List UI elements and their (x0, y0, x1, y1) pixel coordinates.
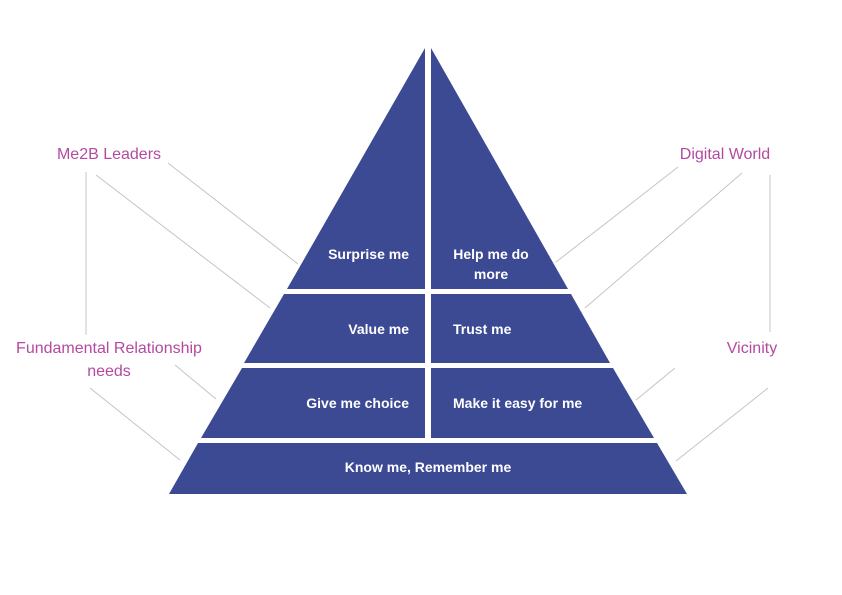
label-help-me-do-more-line1: Help me do (453, 246, 528, 262)
connector-vicinity-to-third (635, 367, 676, 401)
segment-second-left (244, 294, 425, 363)
connector-fundamental-to-third (174, 364, 217, 400)
label-trust-me: Trust me (453, 321, 512, 337)
side-label-digital-world: Digital World (680, 146, 770, 163)
label-make-it-easy: Make it easy for me (453, 395, 582, 411)
label-surprise-me: Surprise me (328, 246, 409, 262)
connector-digital-to-second (584, 172, 743, 309)
connector-digital-to-top (555, 166, 679, 263)
label-give-me-choice: Give me choice (306, 395, 409, 411)
side-label-me2b-leaders: Me2B Leaders (57, 146, 161, 163)
label-help-me-do-more-line2: more (474, 266, 508, 282)
label-know-me-remember-me: Know me, Remember me (345, 459, 512, 475)
label-value-me: Value me (348, 321, 409, 337)
connector-vicinity-to-base (675, 387, 769, 462)
connector-me2b-to-second (95, 174, 271, 309)
connector-lines (85, 162, 771, 462)
segment-top-right (431, 48, 568, 289)
segment-second-right (431, 294, 610, 363)
segment-top-left (287, 48, 425, 289)
side-label-fundamental-line1: Fundamental Relationship (16, 340, 202, 357)
side-label-vicinity: Vicinity (727, 340, 777, 357)
segment-third-right (431, 368, 654, 438)
segment-base (169, 443, 687, 494)
segment-third-left (201, 368, 425, 438)
connector-fundamental-to-base (89, 387, 181, 461)
side-label-fundamental-line2: needs (87, 363, 131, 380)
pyramid (169, 48, 687, 494)
connector-me2b-to-top (167, 162, 299, 265)
